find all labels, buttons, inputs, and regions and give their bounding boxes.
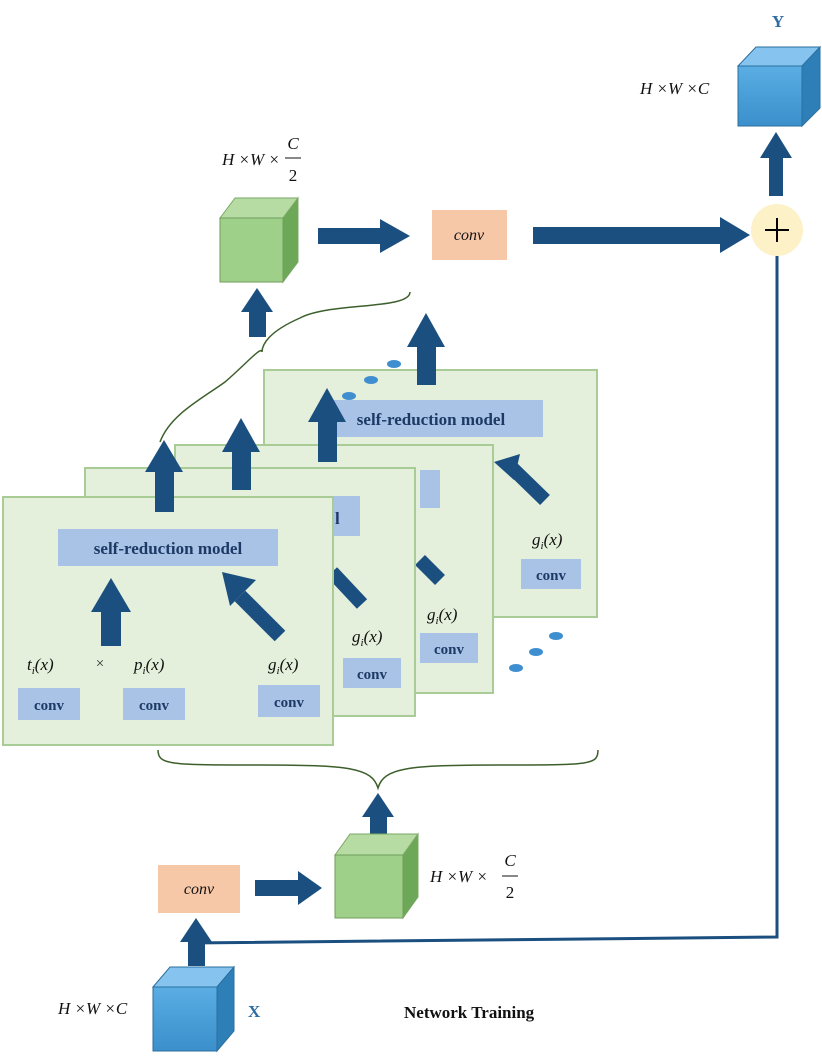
ellipsis-dots-bottom [509,632,563,672]
top-feature-num: C [287,134,299,153]
arrow-third-card-up [308,388,346,462]
bottom-brace [157,749,599,791]
arrow-conv-to-bottom-cube [255,871,322,905]
conv-top-box [432,210,507,260]
output-dims: H ×W ×C [639,79,710,98]
top-feature-cube [219,196,299,284]
svg-text:gi(x): gi(x) [352,627,383,649]
bottom-feature-num: C [504,851,516,870]
arrow-back-card-up [407,313,445,385]
card-front-arrow-diagonal [222,572,286,642]
input-cube [151,965,236,1053]
svg-text:ti(x): ti(x) [27,655,54,677]
card-second-conv: conv [357,667,388,683]
sum-node [751,204,803,256]
card-front-conv-1: conv [34,698,65,714]
card-third-conv: conv [434,642,465,658]
arrow-second-card-up [222,418,260,490]
card-back-conv: conv [536,568,567,584]
conv-top-label: conv [454,227,485,244]
card-front-conv-2: conv [139,698,170,714]
ellipsis-dots-top [342,360,401,400]
top-brace [159,291,411,443]
card-front-title: self-reduction model [94,539,243,558]
card-front-conv-3: conv [274,695,305,711]
input-label: X [248,1002,261,1021]
card-second-g-label: gi(x) [352,627,383,649]
output-cube [736,45,822,128]
arrow-input-to-conv [180,918,212,966]
svg-text:gi(x): gi(x) [532,530,563,552]
bottom-feature-den: 2 [506,883,515,902]
card-back-g-label: gi(x) [532,530,563,552]
card-front: self-reduction model ti(x) × pi(x) gi(x)… [2,496,334,746]
card-front-t-label: ti(x) [27,655,54,677]
card-back-arrow-g [494,454,550,506]
card-front-arrow-up [91,578,131,646]
card-front-times: × [96,656,104,672]
card-third-g-label: gi(x) [427,605,458,627]
top-feature-den: 2 [289,166,298,185]
svg-text:pi(x): pi(x) [133,655,165,677]
card-third-arrow-g [415,555,445,585]
output-label: Y [772,12,784,31]
bottom-feature-dims: H ×W × [429,867,488,886]
card-back-title: self-reduction model [357,410,506,429]
bottom-feature-cube [334,832,419,920]
top-feature-dims: H ×W × [221,150,280,169]
card-second-arrow-g [326,567,368,609]
arrow-sum-to-output [760,132,792,196]
arrow-conv-to-sum [533,217,750,253]
card-second-title-fragment: l [335,509,340,528]
skip-connection-line [189,256,779,945]
arrow-cube-to-conv-top [318,219,410,253]
caption: Network Training [404,1003,535,1022]
conv-bottom-label: conv [184,881,215,898]
svg-text:gi(x): gi(x) [427,605,458,627]
conv-bottom-box [158,865,240,913]
arrow-into-top-cube [241,288,273,337]
card-front-p-label: pi(x) [133,655,165,677]
svg-text:gi(x): gi(x) [268,655,299,677]
input-dims: H ×W ×C [57,999,128,1018]
card-front-g-label: gi(x) [268,655,299,677]
arrow-front-card-up [145,440,183,512]
